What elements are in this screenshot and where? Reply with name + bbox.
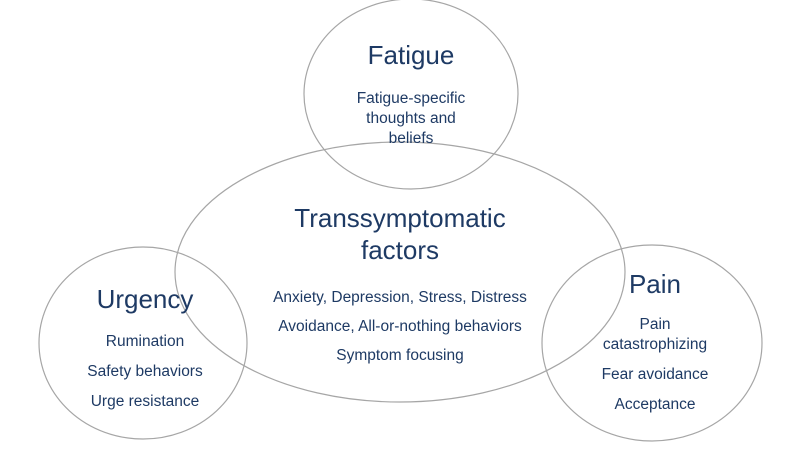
fatigue-circle — [303, 0, 519, 190]
urgency-item: Rumination — [105, 333, 185, 350]
transsymptomatic-item: Avoidance, All-or-nothing behaviors — [278, 318, 522, 335]
pain-items: Pain catastrophizing Fear avoidance Acce… — [575, 315, 735, 415]
urgency-item: Safety behaviors — [87, 363, 203, 380]
urgency-item: Urge resistance — [90, 393, 200, 410]
urgency-circle — [38, 246, 248, 440]
fatigue-item: thoughts and — [366, 110, 456, 127]
pain-title: Pain — [628, 269, 682, 299]
fatigue-title: Fatigue — [367, 40, 455, 70]
pain-item: catastrophizing — [602, 336, 708, 353]
transsymptomatic-title-line1: Transsymptomatic — [294, 203, 506, 233]
transsymptomatic-item: Anxiety, Depression, Stress, Distress — [273, 289, 527, 306]
transsymptomatic-item: Symptom focusing — [336, 347, 464, 364]
urgency-title: Urgency — [96, 284, 194, 314]
fatigue-item: Fatigue-specific — [356, 90, 466, 107]
pain-item: Fear avoidance — [601, 366, 709, 383]
transsymptomatic-title: Transsymptomatic factors — [250, 202, 550, 266]
transsymptomatic-items: Anxiety, Depression, Stress, Distress Av… — [220, 283, 580, 370]
pain-item: Pain — [639, 316, 671, 333]
transsymptomatic-title-line2: factors — [360, 235, 440, 265]
fatigue-item: beliefs — [388, 130, 434, 147]
pain-circle — [541, 244, 763, 442]
urgency-items: Rumination Safety behaviors Urge resista… — [60, 327, 230, 417]
pain-item: Acceptance — [614, 396, 696, 413]
transsymptomatic-ellipse — [174, 141, 626, 403]
fatigue-items: Fatigue-specific thoughts and beliefs — [311, 89, 511, 149]
